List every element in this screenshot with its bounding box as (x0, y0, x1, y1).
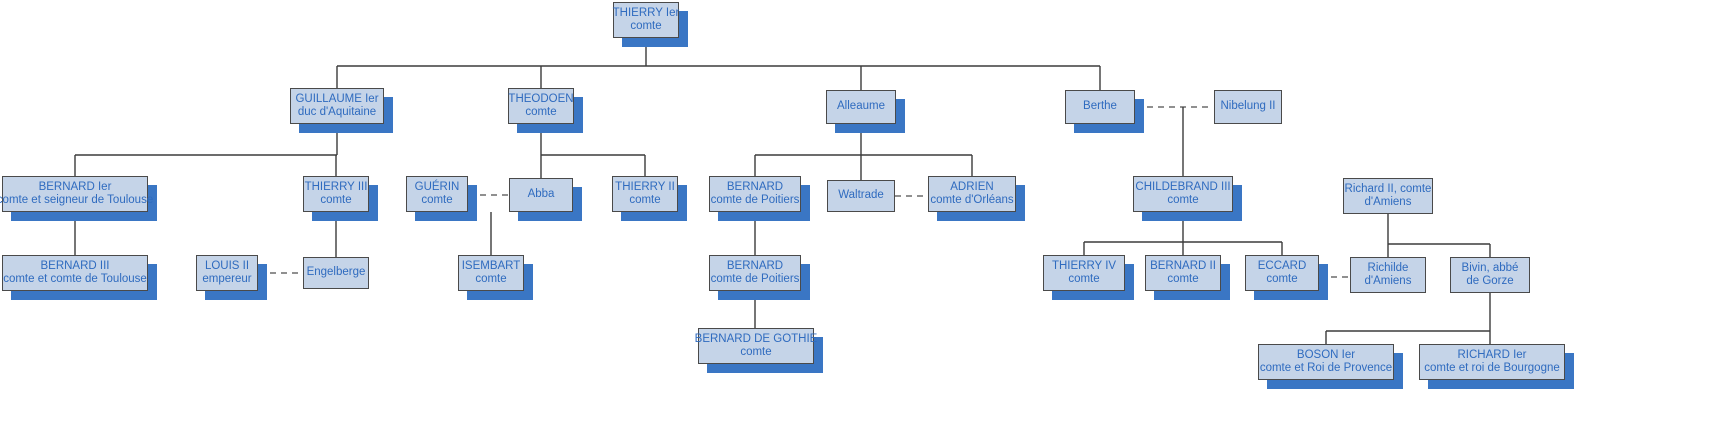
node-label-line: de Gorze (1466, 275, 1514, 287)
node-label-line: comte et seigneur de Toulouse (0, 194, 154, 206)
node-label-line: d'Amiens (1364, 196, 1412, 208)
node-label-line: comte (475, 273, 507, 285)
node-label-line: comte (1068, 273, 1100, 285)
node-label-line: THIERRY III (304, 180, 368, 193)
node-label-line: LOUIS II (204, 259, 250, 272)
node-waltrade[interactable]: Waltrade (827, 180, 895, 212)
node-label-line: BOSON Ier (1296, 348, 1356, 361)
node-label-line: THEODOEN (508, 92, 574, 105)
node-label-line: THIERRY Ier (612, 6, 680, 19)
node-engelberge[interactable]: Engelberge (303, 257, 369, 289)
node-label-line: GUILLAUME Ier (295, 92, 379, 105)
edge-bivin-to-children (1325, 293, 1491, 344)
node-berthe[interactable]: Berthe (1065, 90, 1135, 124)
node-label-line: ISEMBART (461, 259, 521, 272)
node-label-line: BERNARD (726, 259, 784, 272)
node-label-line: duc d'Aquitaine (297, 106, 377, 118)
node-label-line: comte (1167, 273, 1199, 285)
node-label-line: THIERRY II (615, 180, 675, 193)
node-label-line: BERNARD DE GOTHIE (694, 332, 818, 345)
node-label-line: ECCARD (1257, 259, 1307, 272)
node-nibelung2[interactable]: Nibelung II (1214, 90, 1282, 124)
node-label-line: comte de Poitiers (710, 194, 800, 206)
node-label-line: Alleaume (837, 100, 885, 113)
node-label-line: Bivin, abbé (1461, 261, 1519, 274)
node-label-line: Richard II, comte (1344, 182, 1432, 195)
node-label-line: Richilde (1367, 261, 1409, 274)
node-label-line: BERNARD III (40, 259, 110, 272)
node-label-line: comte de Poitiers (710, 273, 800, 285)
node-label-line: THIERRY IV (1051, 259, 1117, 272)
node-label-line: comte (1266, 273, 1298, 285)
node-label-line: comte (740, 346, 772, 358)
edge-richard2-to-children (1387, 214, 1491, 257)
node-label-line: ADRIEN (950, 180, 994, 193)
node-label-line: Engelberge (306, 266, 366, 279)
node-label-line: Abba (527, 188, 555, 201)
node-label-line: comte d'Orléans (930, 194, 1014, 206)
node-label-line: comte (525, 106, 557, 118)
node-label-line: comte (630, 20, 662, 32)
node-label-line: Waltrade (838, 189, 884, 202)
node-label-line: BERNARD (726, 180, 784, 193)
node-label-line: empereur (202, 273, 252, 285)
edge-guillaume-to-children (74, 124, 338, 176)
node-label-line: comte et comte de Toulouse (3, 273, 147, 285)
node-alleaume[interactable]: Alleaume (826, 90, 896, 124)
node-label-line: d'Amiens (1364, 275, 1412, 287)
node-label-line: comte (629, 194, 661, 206)
node-label-line: RICHARD Ier (1457, 348, 1527, 361)
node-abba[interactable]: Abba (509, 178, 573, 212)
node-label-line: comte et Roi de Provence (1259, 362, 1393, 374)
node-label-line: GUÉRIN (414, 180, 460, 193)
node-label-line: comte et roi de Bourgogne (1424, 362, 1560, 374)
node-label-line: CHILDEBRAND III (1135, 180, 1231, 193)
edge-thierry1-to-row2 (336, 38, 1101, 90)
node-label-line: comte (421, 194, 453, 206)
node-label-line: Berthe (1083, 100, 1117, 113)
node-label-line: Nibelung II (1220, 100, 1276, 113)
node-label-line: comte (1167, 194, 1199, 206)
node-label-line: comte (320, 194, 352, 206)
node-label-line: BERNARD Ier (38, 180, 112, 193)
node-label-line: BERNARD II (1150, 259, 1216, 272)
